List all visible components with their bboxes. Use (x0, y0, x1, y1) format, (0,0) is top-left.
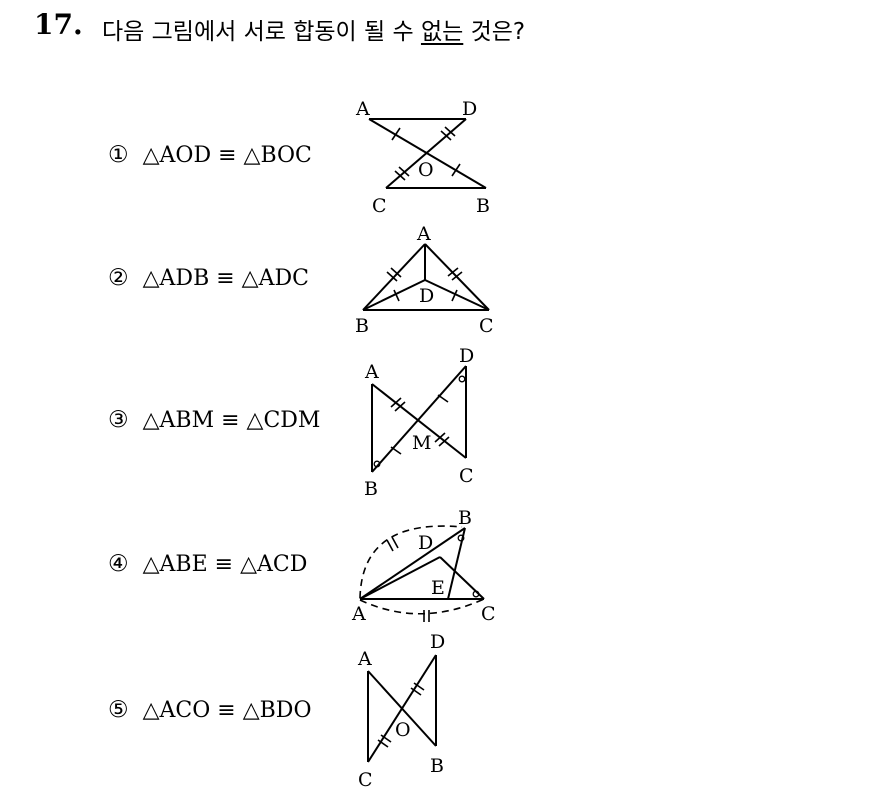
question-number: 17. (34, 8, 83, 41)
fig5-tick-do-1 (413, 682, 425, 691)
fig2-label-d: D (419, 285, 434, 307)
fig1-tick-do-2 (444, 126, 456, 137)
figure-1: A D O C B (355, 98, 490, 217)
fig4-segment-ab (359, 527, 466, 600)
fig3-tick-am-2 (394, 401, 406, 412)
figure-2: A D B C (355, 223, 494, 337)
fig5-label-c: C (358, 769, 373, 791)
fig4-arc-ac (359, 598, 485, 615)
fig5-label-o: O (395, 719, 411, 741)
question-text-underlined: 없는 (420, 19, 464, 45)
fig2-tick-ab-1 (386, 271, 398, 282)
figure-3: A D M B C (364, 345, 474, 500)
fig2-tick-ac-1 (447, 267, 459, 277)
fig2-tick-dc (451, 289, 458, 302)
fig4-tick-arc-ab-2 (391, 536, 399, 549)
fig2-tick-ac-2 (451, 271, 463, 281)
fig1-label-d: D (462, 98, 477, 120)
fig5-segment-cd (367, 654, 437, 763)
fig3-label-b: B (364, 478, 378, 500)
question-text: 다음 그림에서 서로 합동이 될 수 없는 것은? (102, 12, 525, 46)
fig4-segment-dc (439, 556, 485, 600)
option-2: ② △ADB ≡ △ADC (108, 258, 309, 298)
option-2-marker: ② (108, 265, 129, 291)
option-5-marker: ⑤ (108, 697, 129, 723)
fig3-segment-bd (371, 365, 467, 473)
fig1-label-c: C (372, 195, 387, 217)
option-4-statement: △ABE ≡ △ACD (142, 551, 308, 577)
question-text-before: 다음 그림에서 서로 합동이 될 수 (102, 19, 421, 45)
option-2-statement: △ADB ≡ △ADC (142, 265, 309, 291)
option-1: ① △AOD ≡ △BOC (108, 135, 312, 175)
fig2-segment-db (362, 279, 426, 311)
fig4-angle-mark-b (457, 534, 465, 542)
fig2-tick-ab-2 (390, 267, 402, 278)
fig5-tick-oc-1 (380, 734, 392, 743)
fig5-tick-do-2 (410, 687, 422, 696)
fig3-label-c: C (459, 465, 474, 487)
fig1-tick-oc-2 (398, 166, 410, 177)
fig2-tick-db (393, 289, 400, 302)
fig4-label-a: A (351, 603, 366, 625)
fig1-tick-oc-1 (394, 170, 406, 181)
fig2-segment-ab (362, 243, 426, 311)
fig4-label-b: B (458, 507, 472, 529)
fig3-tick-md (437, 394, 449, 403)
fig4-segment-be (447, 527, 466, 600)
option-5: ⑤ △ACO ≡ △BDO (108, 690, 311, 730)
option-4: ④ △ABE ≡ △ACD (108, 544, 307, 584)
fig4-label-c: C (481, 603, 496, 625)
fig1-label-b: B (476, 195, 490, 217)
fig1-tick-ob (451, 163, 461, 177)
fig3-tick-mc-2 (438, 436, 450, 447)
fig1-label-a: A (355, 98, 370, 120)
figure-5: A D O C B (357, 631, 445, 791)
fig3-tick-mc-1 (434, 432, 446, 443)
fig1-tick-ao (391, 127, 401, 141)
fig1-segment-dc (385, 118, 467, 189)
fig1-tick-do-1 (440, 130, 452, 141)
fig4-label-e: E (431, 577, 445, 599)
fig5-label-b: B (430, 755, 444, 777)
option-3-marker: ③ (108, 407, 129, 433)
option-4-marker: ④ (108, 551, 129, 577)
fig2-label-c: C (479, 315, 494, 337)
fig3-segment-ac (371, 383, 467, 459)
fig1-label-o: O (418, 159, 434, 181)
fig4-angle-mark-c (472, 590, 480, 598)
figure-4: B D E A C (351, 507, 496, 625)
fig4-label-d: D (418, 532, 433, 554)
fig5-label-a: A (357, 648, 372, 670)
fig3-angle-mark-d (458, 375, 466, 383)
question-text-after: 것은? (463, 19, 526, 45)
option-5-statement: △ACO ≡ △BDO (142, 697, 312, 723)
option-3-statement: △ABM ≡ △CDM (142, 407, 321, 433)
fig5-label-d: D (430, 631, 445, 653)
fig3-tick-bm (390, 446, 402, 455)
fig3-label-d: D (459, 345, 474, 367)
fig3-tick-am-1 (390, 397, 402, 408)
option-1-statement: △AOD ≡ △BOC (142, 142, 312, 168)
option-1-marker: ① (108, 142, 129, 168)
fig5-tick-oc-2 (377, 739, 389, 748)
fig4-tick-arc-ab-1 (386, 539, 394, 552)
fig2-segment-dc (424, 279, 490, 311)
fig2-label-b: B (355, 315, 369, 337)
option-3: ③ △ABM ≡ △CDM (108, 400, 320, 440)
fig4-segment-ad (359, 556, 441, 600)
fig3-angle-mark-b (373, 460, 381, 468)
fig3-label-a: A (364, 361, 379, 383)
fig2-label-a: A (416, 223, 431, 245)
fig3-label-m: M (412, 432, 431, 454)
